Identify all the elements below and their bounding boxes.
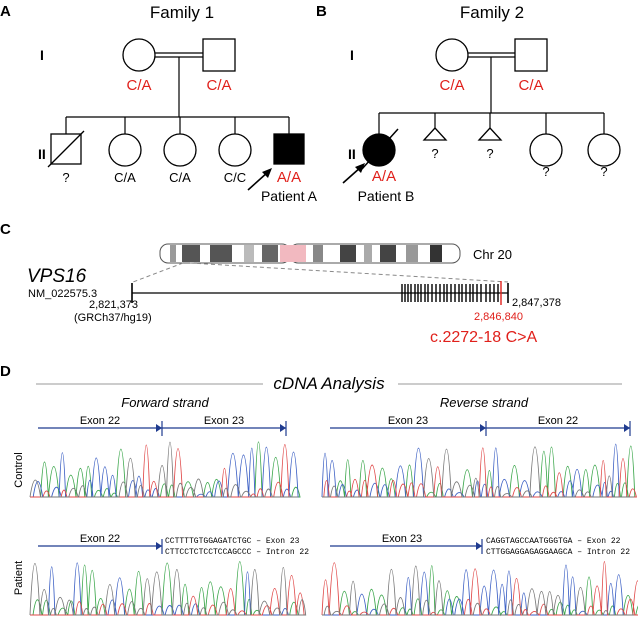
family2-child4-female (529, 133, 563, 167)
family1-gen2-label: II (38, 146, 46, 162)
family1-gen1-label: I (40, 47, 44, 63)
panel-a-label: A (0, 3, 11, 20)
family1-father-symbol (202, 38, 236, 72)
forward-patient-seq-intron: CTTCCTCTCCTCCAGCCC – Intron 22 (165, 548, 309, 557)
family2-child3-genotype: ? (486, 146, 493, 161)
cdna-title: cDNA Analysis (273, 374, 385, 393)
family2-child5-female (587, 133, 621, 167)
family2-child4-genotype: ? (542, 164, 549, 179)
reverse-strand-title: Reverse strand (440, 395, 529, 410)
gene-start-coordinate: 2,821,373 (89, 299, 138, 311)
patient-row-label: Patient (13, 561, 25, 595)
reverse-control-chromatogram (321, 443, 637, 498)
panel-b-label: B (316, 3, 327, 20)
family1-child4-female (218, 133, 252, 167)
panel-a: A Family 1 I II C/A C/A ? C/A C/A C/C A/… (0, 3, 318, 204)
family1-child1-deceased-slash (47, 130, 85, 168)
family2-child5-genotype: ? (600, 164, 607, 179)
zoom-line-right (189, 262, 509, 283)
forward-control-exon-a: Exon 22 (80, 415, 120, 427)
family1-child1-genotype: ? (62, 170, 69, 185)
forward-control-chromatogram (29, 441, 301, 498)
chromatogram-trace (29, 563, 307, 616)
family1-father-genotype: C/A (206, 77, 231, 94)
reverse-control-exon-b: Exon 22 (538, 415, 578, 427)
chromatogram-trace (30, 444, 298, 498)
chromatogram-trace (30, 561, 299, 616)
chromatogram-trace (29, 441, 298, 498)
family2-child3-pregnancy-loss (477, 127, 503, 141)
family1-child2-female (108, 133, 142, 167)
family2-mother-genotype: C/A (439, 77, 464, 94)
gene-name: VPS16 (27, 266, 87, 287)
family1-child2-genotype: C/A (114, 170, 136, 185)
variant-name: c.2272-18 C>A (430, 329, 538, 346)
control-row-label: Control (13, 452, 25, 487)
forward-patient-chromatogram (29, 561, 307, 616)
family2-child1-genotype: A/A (372, 168, 396, 185)
family1-child3-female (163, 133, 197, 167)
chromosome-label: Chr 20 (473, 247, 512, 262)
gene-exons (401, 284, 499, 302)
family2-child1-deceased-slash (361, 128, 399, 170)
family1-child3-genotype: C/A (169, 170, 191, 185)
family1-child5-genotype: A/A (277, 169, 301, 186)
reverse-patient-exon-bracket (330, 539, 483, 554)
variant-coordinate: 2,846,840 (474, 311, 523, 323)
genome-assembly: (GRCh37/hg19) (74, 312, 152, 324)
forward-patient-seq-exon: CCTTTTGTGGAGATCTGC – Exon 23 (165, 537, 300, 546)
family1-title: Family 1 (150, 3, 214, 22)
reverse-patient-exon-a: Exon 23 (382, 533, 422, 545)
chromatogram-trace (30, 441, 301, 498)
family2-title: Family 2 (460, 3, 524, 22)
reverse-patient-seq-exon: CAGGTAGCCAATGGGTGA – Exon 22 (486, 537, 621, 546)
reverse-control-exon-brackets (330, 421, 631, 436)
panel-c-label: C (0, 221, 11, 238)
forward-patient-exon-bracket (38, 539, 163, 554)
family1-patient-label: Patient A (261, 188, 318, 204)
family1-mother-genotype: C/A (126, 77, 151, 94)
panel-d: D cDNA Analysis Forward strand Reverse s… (0, 363, 638, 617)
forward-strand-title: Forward strand (121, 395, 209, 410)
family2-father-genotype: C/A (518, 77, 543, 94)
family2-mother-symbol (435, 38, 469, 72)
forward-control-exon-brackets (38, 421, 287, 436)
family1-mother-symbol (122, 38, 156, 72)
chromatogram-trace (321, 443, 634, 498)
reverse-patient-chromatogram (321, 561, 638, 617)
panel-d-label: D (0, 363, 11, 380)
reverse-control-exon-a: Exon 23 (388, 415, 428, 427)
reverse-patient-seq-intron: CTTGGAGGAGAGGAAGCA – Intron 22 (486, 548, 630, 557)
family2-gen2-label: II (348, 146, 356, 162)
family2-child2-pregnancy-loss (422, 127, 448, 141)
panel-b: B Family 2 I II C/A C/A A/A ? ? ? ? Pati… (316, 3, 621, 204)
family2-gen1-label: I (350, 47, 354, 63)
family2-child2-genotype: ? (431, 146, 438, 161)
forward-control-exon-b: Exon 23 (204, 415, 244, 427)
family2-patient-label: Patient B (358, 188, 415, 204)
family2-proband-arrowhead (355, 163, 365, 173)
zoom-line-left (132, 262, 184, 283)
chromatogram-trace (322, 446, 634, 498)
family1-child4-genotype: C/C (224, 170, 246, 185)
panel-c: C Chr 20 VPS16 NM_022575.3 (0, 221, 561, 346)
chromosome-ideogram (159, 243, 461, 264)
family1-proband-arrow (247, 171, 269, 191)
chromatogram-trace (322, 565, 634, 616)
family2-father-symbol (514, 38, 548, 72)
family1-child5-affected-male (273, 133, 305, 165)
family1-proband-arrowhead (262, 168, 272, 178)
forward-patient-exon-a: Exon 22 (80, 533, 120, 545)
transcript-id: NM_022575.3 (28, 288, 97, 300)
gene-end-coordinate: 2,847,378 (512, 297, 561, 309)
